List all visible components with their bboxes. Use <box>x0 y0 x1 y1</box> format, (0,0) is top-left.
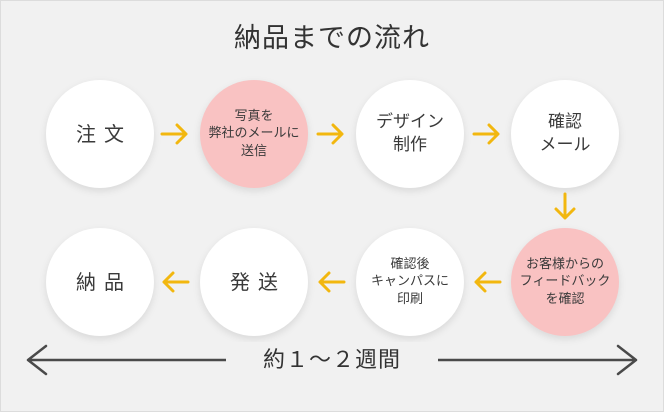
duration-label: 約１～２週間 <box>226 342 438 374</box>
step-feedback: お客様からの フィードバック を確認 <box>511 228 619 336</box>
diagram-title: 納品までの流れ <box>234 23 430 54</box>
step-deliver: 納品 <box>46 228 154 336</box>
step-design: デザイン 制作 <box>356 80 464 188</box>
arrow-down-icon <box>554 192 576 220</box>
step-label: 確認後 キャンパスに 印刷 <box>370 256 449 307</box>
arrow-left-icon <box>474 271 502 293</box>
arrow-right-icon <box>316 123 344 145</box>
step-order: 注文 <box>46 80 154 188</box>
step-label: 納品 <box>76 269 132 294</box>
arrow-right-icon <box>472 123 500 145</box>
step-print: 確認後 キャンパスに 印刷 <box>356 228 464 336</box>
step-label: デザイン 制作 <box>376 112 444 155</box>
arrow-right-icon <box>160 123 188 145</box>
step-confirm-mail: 確認 メール <box>511 80 619 188</box>
step-send-photo: 写真を 弊社のメールに 送信 <box>200 80 308 188</box>
arrow-left-icon <box>318 271 346 293</box>
step-label: 注文 <box>76 121 132 146</box>
step-label: お客様からの フィードバック を確認 <box>519 256 611 307</box>
step-label: 確認 メール <box>539 112 591 155</box>
arrow-left-icon <box>162 271 190 293</box>
step-label: 発送 <box>230 269 286 294</box>
step-ship: 発送 <box>200 228 308 336</box>
step-label: 写真を 弊社のメールに 送信 <box>208 108 300 159</box>
